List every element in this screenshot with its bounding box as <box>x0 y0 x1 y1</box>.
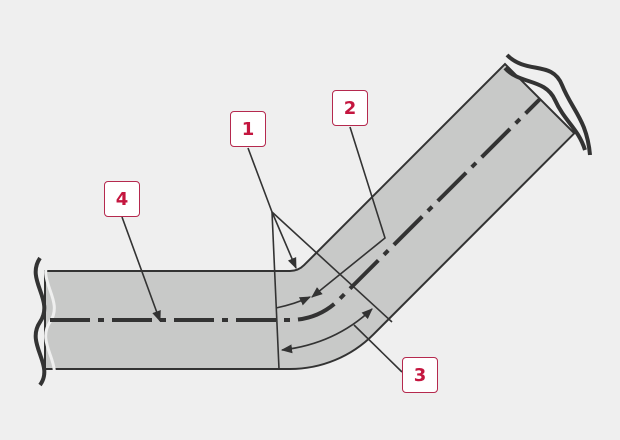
angle-arc-inner <box>275 296 312 309</box>
callout-3: 3 <box>402 357 438 393</box>
leader-1c <box>271 211 393 323</box>
callout-4: 4 <box>104 181 140 217</box>
break-line-right-inner <box>503 66 587 151</box>
leader-1 <box>247 147 273 213</box>
callout-1: 1 <box>230 111 266 147</box>
leader-1b <box>271 211 280 370</box>
leader-4 <box>121 216 161 323</box>
break-line-left <box>33 256 47 387</box>
break-line-right <box>505 53 592 156</box>
leader-3 <box>353 324 403 373</box>
leader-1a <box>271 211 297 270</box>
callout-2: 2 <box>332 90 368 126</box>
leader-2 <box>311 126 386 298</box>
angle-arc-outer <box>280 308 373 354</box>
